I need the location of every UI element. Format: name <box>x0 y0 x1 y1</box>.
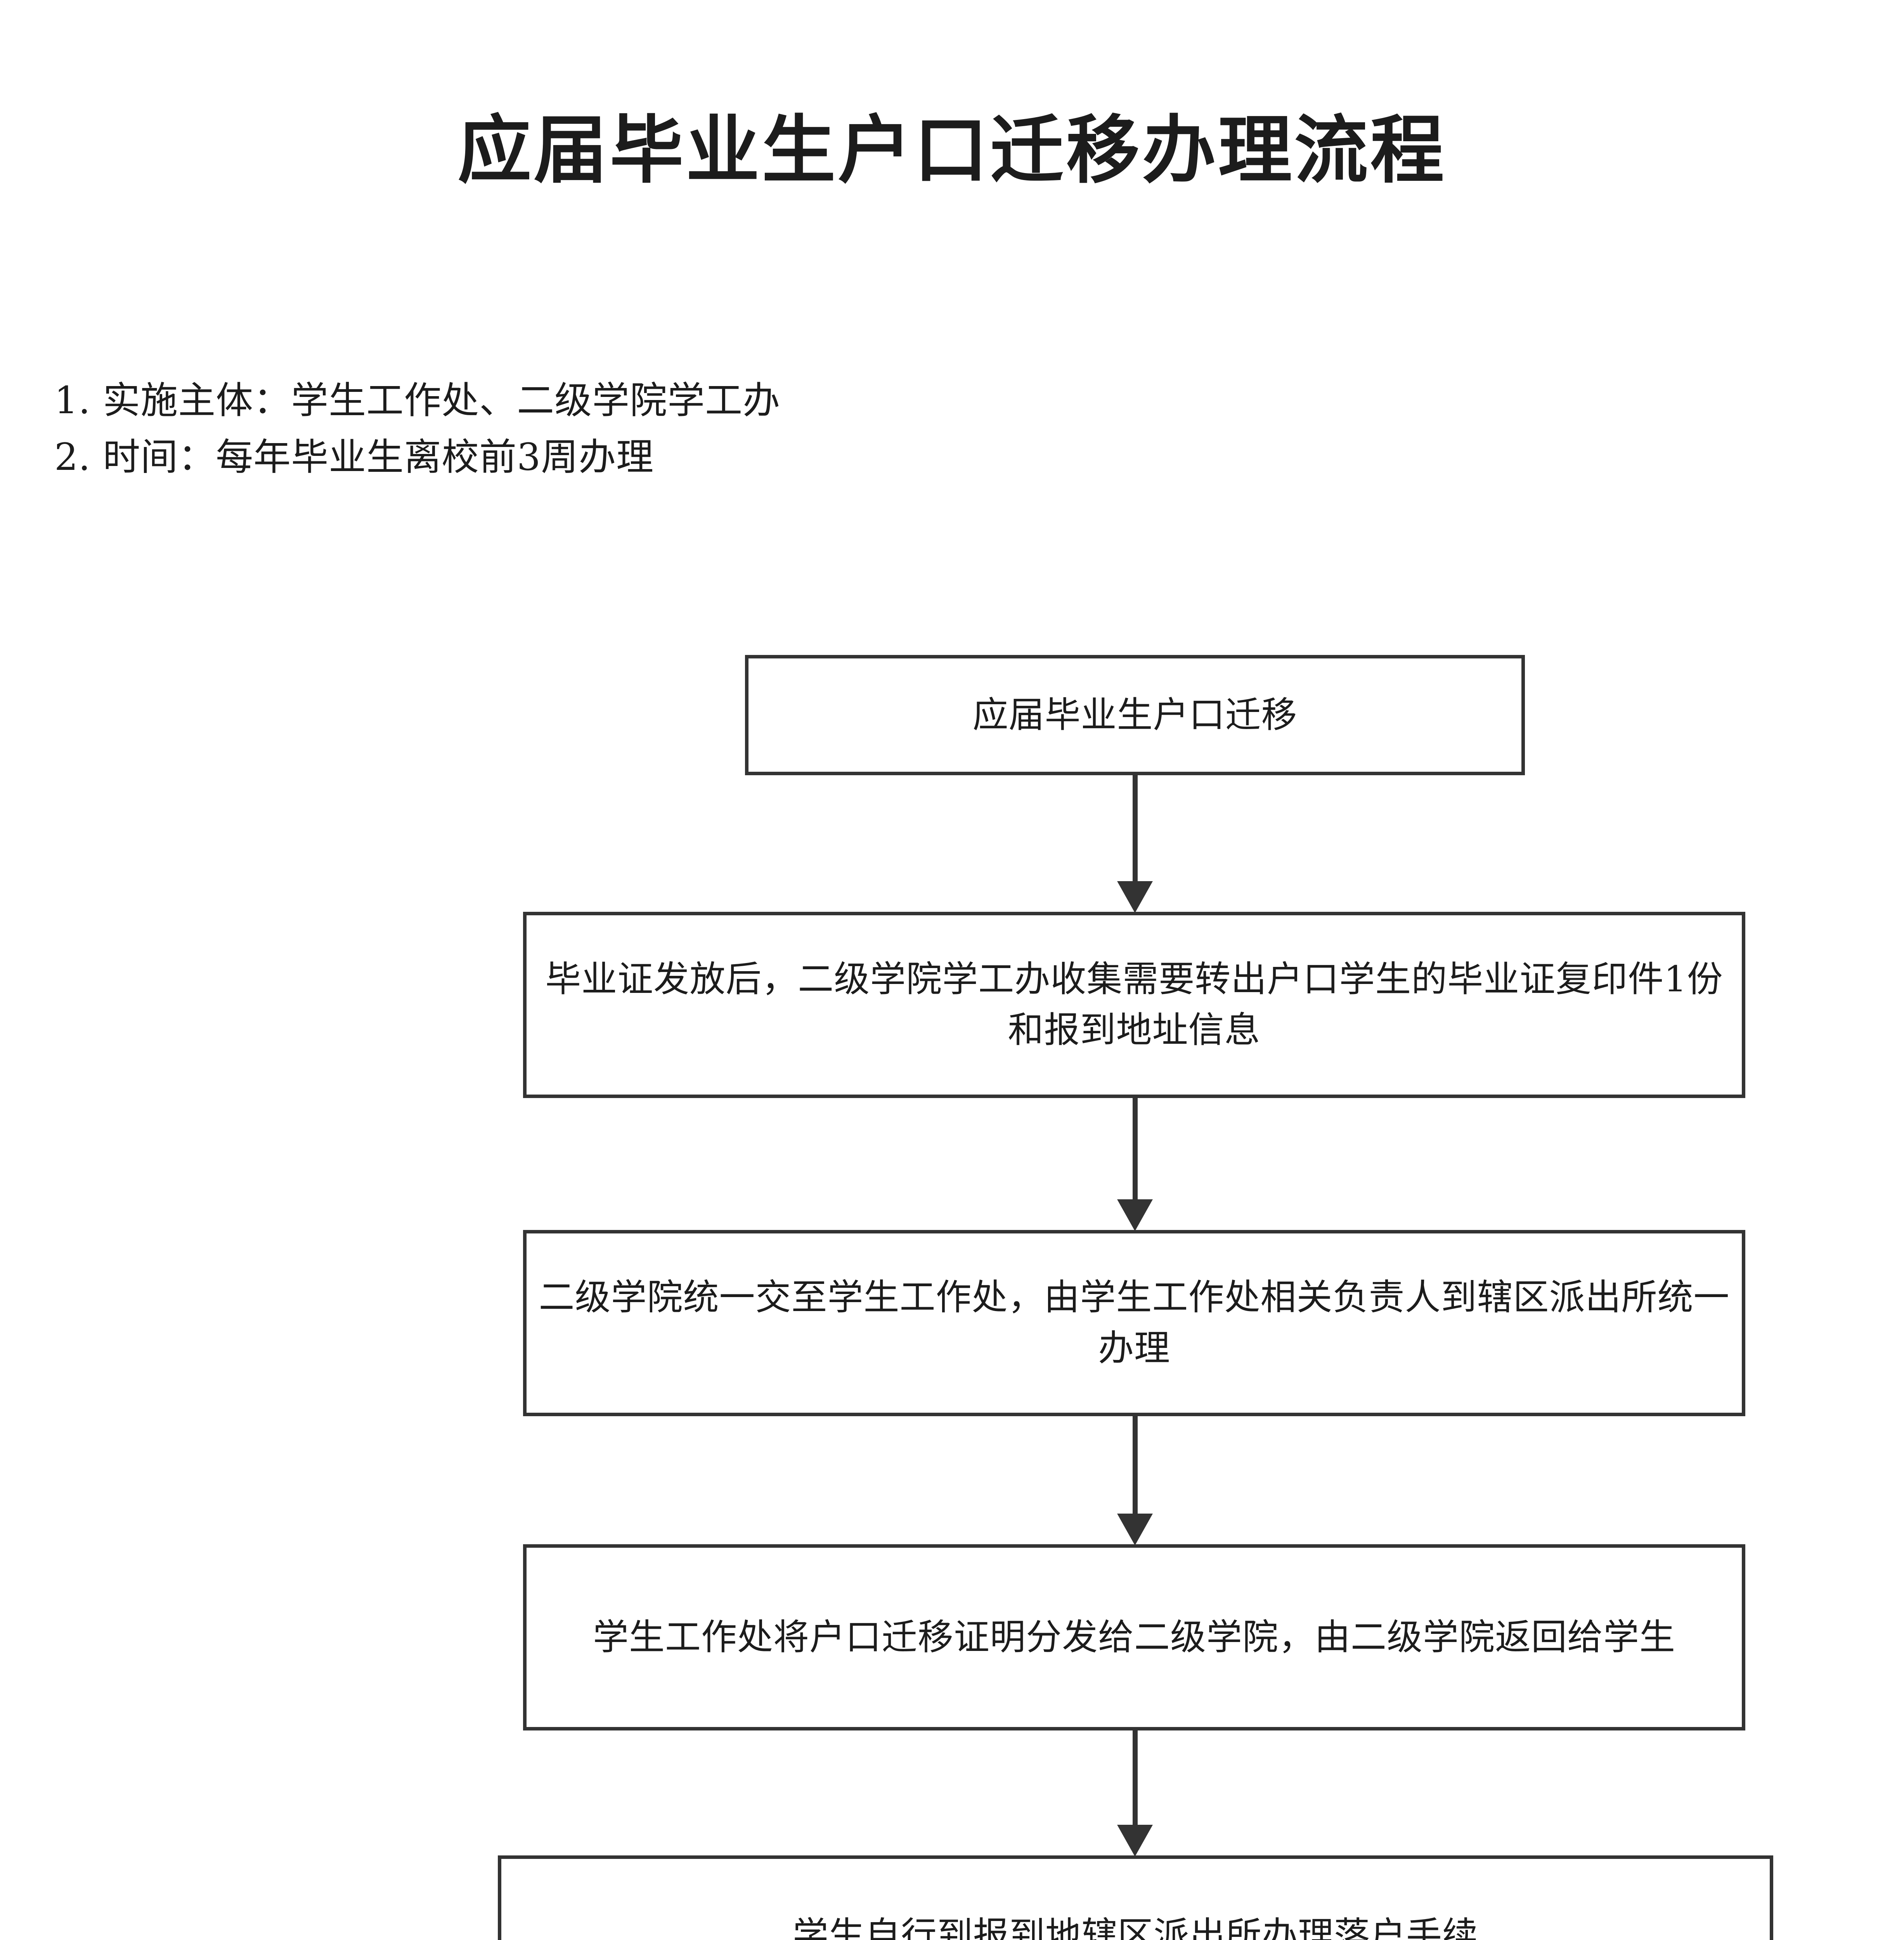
arrow-shaft-icon <box>1133 1415 1138 1514</box>
note-line-2: 2. 时间：每年毕业生离校前3周办理 <box>54 435 654 479</box>
flow-node-2-label: 毕业证发放后，二级学院学工办收集需要转出户口学生的毕业证复印件1份和报到地址信息 <box>545 958 1723 1051</box>
arrow-head-down-icon <box>1117 1199 1153 1231</box>
flow-node-4-label: 学生工作处将户口迁移证明分发给二级学院，由二级学院返回给学生 <box>593 1616 1675 1658</box>
arrow-head-down-icon <box>1117 1825 1153 1857</box>
flow-node-3-label: 二级学院统一交至学生工作处，由学生工作处相关负责人到辖区派出所统一办理 <box>539 1277 1730 1369</box>
arrow-head-down-icon <box>1117 881 1153 913</box>
note-line-1: 1. 实施主体：学生工作处、二级学院学工办 <box>54 379 781 422</box>
flow-node-3[interactable]: 二级学院统一交至学生工作处，由学生工作处相关负责人到辖区派出所统一办理 <box>523 1230 1745 1416</box>
arrow-head-down-icon <box>1117 1514 1153 1545</box>
flow-node-5[interactable]: 学生自行到报到地辖区派出所办理落户手续 <box>498 1855 1773 1940</box>
flow-node-1-label: 应届毕业生户口迁移 <box>972 694 1298 736</box>
flow-node-4[interactable]: 学生工作处将户口迁移证明分发给二级学院，由二级学院返回给学生 <box>523 1544 1745 1730</box>
flow-connector-1 <box>1117 774 1153 913</box>
page-title: 应届毕业生户口迁移办理流程 <box>457 107 1447 193</box>
flow-connector-2 <box>1117 1097 1153 1231</box>
flow-node-2[interactable]: 毕业证发放后，二级学院学工办收集需要转出户口学生的毕业证复印件1份和报到地址信息 <box>523 912 1745 1098</box>
flow-connector-4 <box>1117 1730 1153 1857</box>
arrow-shaft-icon <box>1133 774 1138 881</box>
flow-node-1[interactable]: 应届毕业生户口迁移 <box>745 655 1525 775</box>
arrow-shaft-icon <box>1133 1097 1138 1199</box>
arrow-shaft-icon <box>1133 1730 1138 1825</box>
flow-connector-3 <box>1117 1415 1153 1545</box>
flow-node-5-label: 学生自行到报到地辖区派出所办理落户手续 <box>792 1914 1478 1940</box>
notes-list: 1. 实施主体：学生工作处、二级学院学工办 2. 时间：每年毕业生离校前3周办理 <box>54 372 780 486</box>
